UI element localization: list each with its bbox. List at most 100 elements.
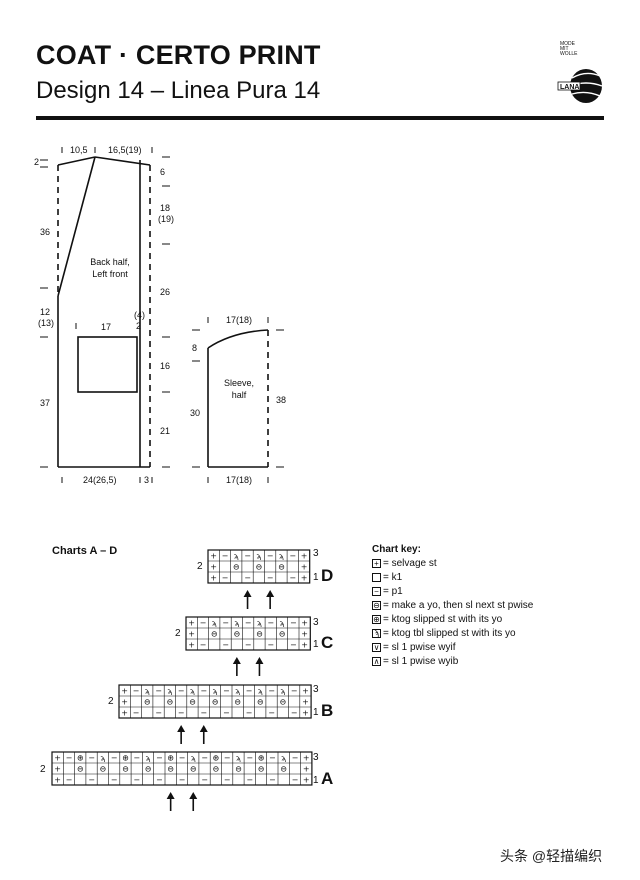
- chart-cell-symbol: −: [222, 552, 229, 561]
- back-front-label-2: Left front: [92, 269, 128, 279]
- chart-cell-symbol: −: [246, 754, 253, 763]
- chart-cell-symbol: ⊖: [145, 765, 152, 774]
- chart-cell-symbol: ⊖: [144, 698, 151, 707]
- chart-cell-symbol: ⊖: [258, 765, 265, 774]
- chart-cell-symbol: ϡ: [236, 754, 241, 763]
- repeat-arrow-head: [266, 590, 275, 597]
- chart-cell-symbol: −: [292, 776, 299, 785]
- chart-frame: [51, 751, 313, 786]
- ktog-icon: ⊕: [372, 615, 381, 624]
- chart-cell-symbol: ⊖: [212, 698, 219, 707]
- ktog-tbl-icon: ϡ: [372, 629, 381, 638]
- key-item-p1: − = p1: [372, 586, 403, 597]
- chart-cell-symbol: ⊖: [167, 765, 174, 774]
- dim-bottom-right: 3: [144, 475, 150, 485]
- chart-cell-symbol: −: [223, 709, 230, 718]
- chart-d-row-1: 1: [313, 572, 319, 583]
- chart-b-row-3: 3: [313, 684, 319, 695]
- chart-cell-symbol: +: [54, 754, 61, 763]
- chart-cell-symbol: −: [179, 776, 186, 785]
- key-item-text: = make a yo, then sl next st pwise: [383, 600, 534, 611]
- dim-left-36: 36: [40, 227, 51, 237]
- repeat-arrow-head: [243, 590, 252, 597]
- sleeve-dim-left-8: 8: [192, 343, 198, 353]
- chart-cell-symbol: −: [224, 776, 231, 785]
- chart-b-row-1: 1: [313, 707, 319, 718]
- chart-cell-symbol: −: [178, 709, 185, 718]
- dim-left-13: (13): [38, 318, 55, 328]
- chart-b-letter: B: [321, 701, 334, 720]
- chart-a-row-2: 2: [40, 764, 46, 775]
- key-item-text: = k1: [383, 572, 403, 583]
- repeat-arrow-head: [255, 657, 264, 664]
- key-item-text: = selvage st: [383, 558, 437, 569]
- schematic-drawing: [40, 147, 284, 483]
- watermark: 头条 @轻描编织: [500, 848, 603, 864]
- chart-frame: [118, 684, 312, 719]
- chart-cell-symbol: −: [156, 754, 163, 763]
- chart-cell-symbol: ⊖: [257, 698, 264, 707]
- chart-frame: [207, 549, 311, 584]
- chart-cell-symbol: +: [303, 776, 310, 785]
- chart-cell-symbol: ⊖: [99, 765, 106, 774]
- key-item-sl-wyib: ∧ = sl 1 pwise wyib: [372, 656, 458, 667]
- chart-cell-symbol: ϡ: [280, 619, 285, 628]
- back-front-outline: [57, 156, 151, 468]
- sleeve-dim-right-38: 38: [276, 395, 287, 405]
- chart-cell-symbol: +: [301, 630, 308, 639]
- chart-cell-symbol: −: [133, 709, 140, 718]
- chart-cell-symbol: −: [66, 776, 73, 785]
- chart-cell-symbol: ⊖: [122, 765, 129, 774]
- chart-cell-symbol: −: [111, 754, 118, 763]
- logo-ball-icon: LANA: [557, 69, 603, 103]
- dim-top-right: 16,5(19): [108, 145, 142, 155]
- chart-cell-symbol: ⊖: [190, 765, 197, 774]
- chart-cell-symbol: ϡ: [167, 687, 172, 696]
- chart-d-row-3: 3: [313, 548, 319, 559]
- chart-cell-symbol: −: [200, 619, 207, 628]
- chart-cell-symbol: −: [222, 641, 229, 650]
- dim-left-top: 2: [34, 157, 40, 167]
- chart-cell-symbol: −: [156, 776, 163, 785]
- dimension-ticks: [40, 147, 284, 483]
- chart-cell-symbol: −: [268, 687, 275, 696]
- chart-cell-symbol: +: [302, 709, 309, 718]
- dim-right-21: 21: [160, 426, 171, 436]
- chart-cell-symbol: −: [269, 776, 276, 785]
- sleeve-dim-left-30: 30: [190, 408, 201, 418]
- repeat-arrow-head: [166, 792, 175, 799]
- chart-cell-symbol: ⊖: [234, 698, 241, 707]
- chart-cell-symbol: +: [301, 552, 308, 561]
- chart-cell-symbol: +: [121, 698, 128, 707]
- dim-pocket-side-b: 2: [136, 321, 142, 331]
- sleeve-outline: [207, 329, 269, 468]
- chart-cell-symbol: ⊖: [278, 563, 285, 572]
- chart-cell-symbol: −: [246, 687, 253, 696]
- sleeve-label-2: half: [231, 390, 247, 400]
- sl-wyib-icon: ∧: [372, 657, 381, 666]
- chart-cell-symbol: ϡ: [145, 687, 150, 696]
- chart-cell-symbol: +: [188, 630, 195, 639]
- chart-c-row-3: 3: [313, 617, 319, 628]
- dim-right-18: 18: [160, 203, 171, 213]
- chart-cell-symbol: +: [210, 552, 217, 561]
- chart-cell-symbol: +: [121, 687, 128, 696]
- chart-cell-symbol: ϡ: [279, 552, 284, 561]
- chart-cell-symbol: ⊖: [280, 765, 287, 774]
- repeat-arrow-head: [177, 725, 186, 732]
- chart-cell-symbol: ⊖: [256, 630, 263, 639]
- chart-cell-symbol: +: [210, 563, 217, 572]
- dim-pocket-side-a: (4): [134, 310, 145, 320]
- back-front-label-1: Back half,: [90, 257, 130, 267]
- chart-cell-symbol: ⊖: [233, 563, 240, 572]
- chart-cell-symbol: +: [54, 776, 61, 785]
- chart-cell-symbol: ⊕: [167, 754, 174, 763]
- chart-cell-symbol: −: [292, 754, 299, 763]
- chart-cell-symbol: −: [290, 641, 297, 650]
- chart-cell-symbol: ϡ: [281, 754, 286, 763]
- charts-title: Charts A – D: [52, 545, 118, 557]
- chart-cell-symbol: ⊖: [212, 765, 219, 774]
- dim-left-37: 37: [40, 398, 51, 408]
- chart-cell-symbol: −: [224, 754, 231, 763]
- chart-cell-symbol: −: [246, 709, 253, 718]
